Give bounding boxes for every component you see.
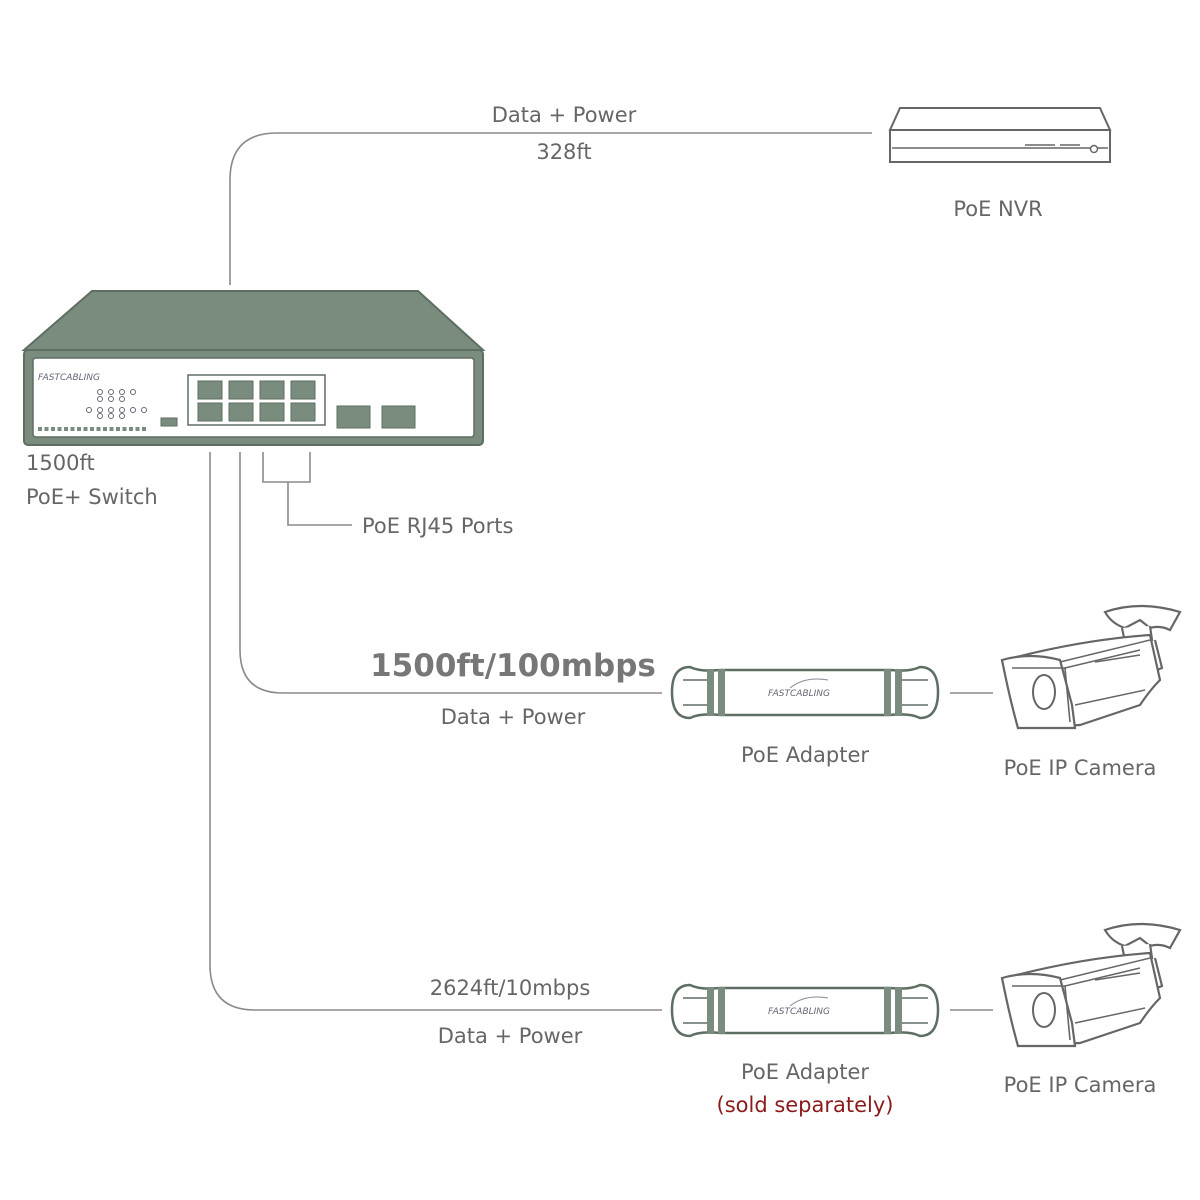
poe-adapter-2: FASTCABLING [670,983,940,1038]
ports-callout-label: PoE RJ45 Ports [362,514,513,538]
camera2-label: PoE IP Camera [1004,1073,1157,1097]
link1-label: Data + Power [441,705,586,729]
sfp-port [381,405,416,429]
switch-label: PoE+ Switch [26,485,158,509]
poe-adapter-1: FASTCABLING [670,665,940,720]
nvr-cable [229,132,872,285]
link1-spec: 1500ft/100mbps [370,648,656,684]
adapter-brand-logo: FASTCABLING [768,1007,830,1017]
ip-camera-1-icon [1000,604,1182,730]
switch-brand-logo: FASTCABLING [38,373,100,383]
ports-bracket [262,452,352,526]
adapter-brand-logo: FASTCABLING [768,689,830,699]
sfp-port [336,405,371,429]
camera1-label: PoE IP Camera [1004,756,1157,780]
adapter2-note: (sold separately) [717,1093,894,1117]
ip-camera-2-icon [1000,922,1182,1048]
cable-2624ft [209,452,662,1011]
cable-1500ft [239,452,662,694]
poe-switch-device: FASTCABLING [21,290,486,446]
nvr-link-label: Data + Power [492,103,637,127]
nvr-link-distance: 328ft [536,140,591,164]
nvr-device [888,107,1112,163]
switch-distance: 1500ft [26,451,95,475]
adapter1-label: PoE Adapter [741,743,869,767]
link2-label: Data + Power [438,1024,583,1048]
link2-spec: 2624ft/10mbps [430,976,591,1000]
adapter2-label: PoE Adapter [741,1060,869,1084]
nvr-label: PoE NVR [953,197,1042,221]
